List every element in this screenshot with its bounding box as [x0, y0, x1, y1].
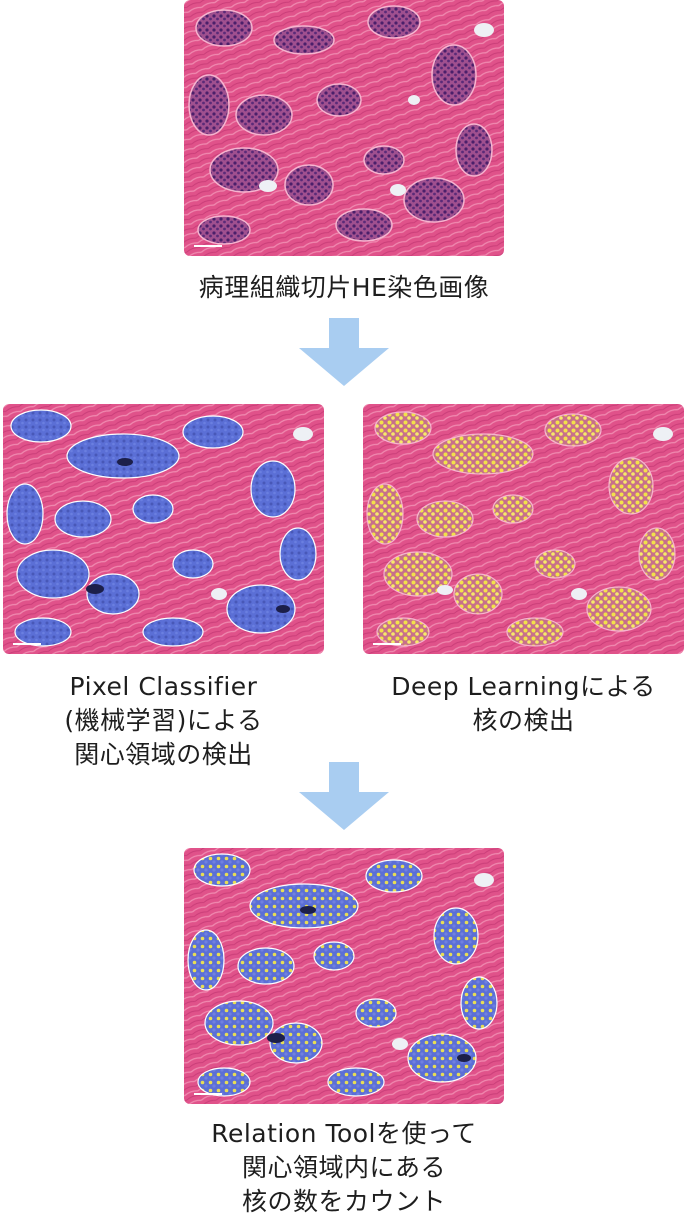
- pixel-classifier-caption-line-3: 関心領域の検出: [74, 740, 253, 769]
- deep-learning-caption-line-2: 核の検出: [472, 706, 575, 735]
- down-arrow-icon: [299, 762, 389, 830]
- he-stain-caption: 病理組織切片HE染色画像: [198, 273, 490, 302]
- deep-learning-caption: Deep Learningによる 核の検出: [349, 670, 686, 738]
- relation-tool-image: [184, 848, 504, 1104]
- pixel-classifier-caption-line-1: Pixel Classifier: [69, 672, 258, 701]
- relation-tool-caption-line-2: 関心領域内にある: [241, 1153, 446, 1182]
- deep-learning-caption-line-1: Deep Learningによる: [391, 672, 656, 701]
- pixel-classifier-image: [3, 404, 324, 654]
- relation-tool-caption: Relation Toolを使って 関心領域内にある 核の数をカウント: [100, 1117, 588, 1219]
- deep-learning-image: [363, 404, 684, 654]
- relation-tool-caption-line-3: 核の数をカウント: [241, 1187, 446, 1216]
- he-stain-image: [184, 0, 504, 256]
- pixel-classifier-caption: Pixel Classifier (機械学習)による 関心領域の検出: [3, 670, 324, 772]
- pixel-classifier-caption-line-2: (機械学習)による: [64, 706, 263, 735]
- relation-tool-caption-line-1: Relation Toolを使って: [211, 1119, 477, 1148]
- down-arrow-icon: [299, 318, 389, 386]
